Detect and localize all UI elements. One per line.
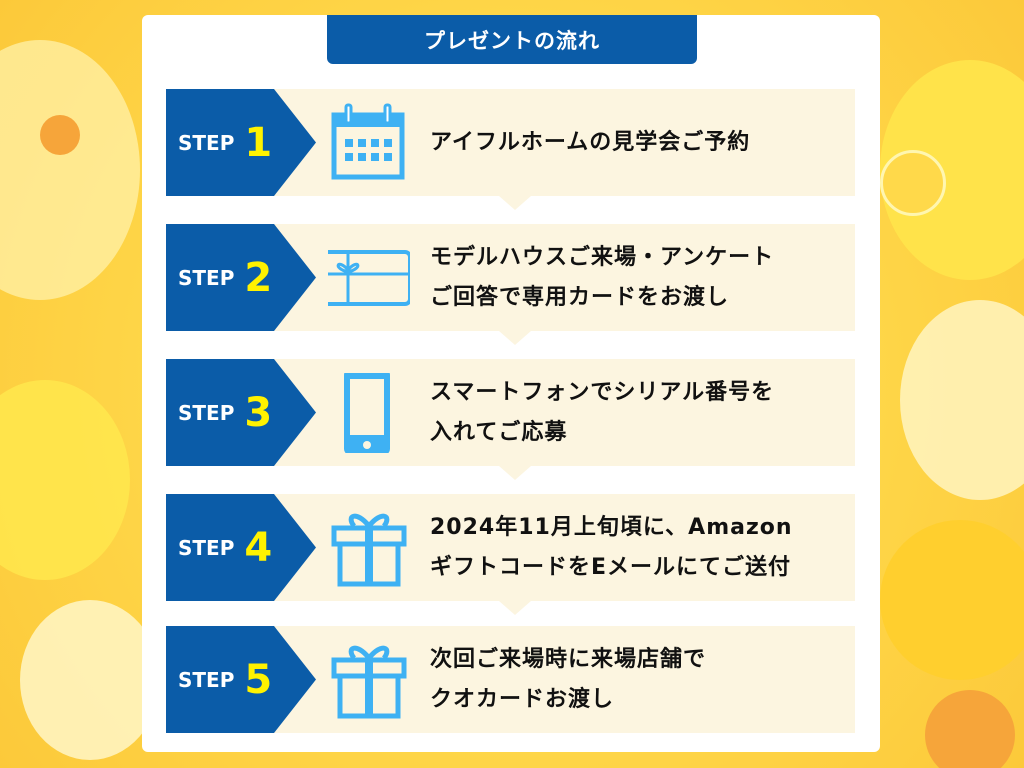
step-text-line: 入れてご応募 xyxy=(430,419,568,445)
step-word: STEP xyxy=(178,667,235,692)
step-text-line: 2024年11月上旬頃に、Amazon xyxy=(430,514,793,540)
step-4: STEP 4 2024年11月上旬頃に、Amazon ギフトコードをEメールにてご送… xyxy=(166,494,855,615)
step-label: STEP 1 xyxy=(178,89,272,196)
step-connector xyxy=(499,601,531,615)
gift-card-icon xyxy=(320,238,412,318)
step-connector xyxy=(499,466,531,480)
step-text-line: ギフトコードをEメールにてご送付 xyxy=(430,554,792,580)
step-number: 3 xyxy=(244,389,273,436)
step-text: 2024年11月上旬頃に、Amazon ギフトコードをEメールにてご送付 xyxy=(430,494,793,601)
step-connector xyxy=(499,196,531,210)
step-1: STEP 1 アイフルホームの見学会ご予約 xyxy=(166,89,855,210)
step-number: 1 xyxy=(244,119,273,166)
step-label: STEP 4 xyxy=(178,494,272,601)
step-3: STEP 3 スマートフォンでシリアル番号を入れてご応募 xyxy=(166,359,855,480)
step-text-line: モデルハウスご来場・アンケート xyxy=(430,244,775,270)
smartphone-icon xyxy=(328,369,410,455)
step-text-line: 次回ご来場時に来場店舗で xyxy=(430,646,707,672)
step-word: STEP xyxy=(178,130,235,155)
page-title: プレゼントの流れ xyxy=(327,15,697,64)
step-text: スマートフォンでシリアル番号を入れてご応募 xyxy=(430,359,774,466)
step-word: STEP xyxy=(178,535,235,560)
step-text-line: アイフルホームの見学会ご予約 xyxy=(430,129,751,155)
step-text: 次回ご来場時に来場店舗でクオカードお渡し xyxy=(430,626,706,733)
step-text: アイフルホームの見学会ご予約 xyxy=(430,89,750,196)
step-label: STEP 5 xyxy=(178,626,272,733)
step-2: STEP 2 モデルハウスご来場・アンケートご回答で専用カードをお渡し xyxy=(166,224,855,345)
step-text-line: ご回答で専用カードをお渡し xyxy=(430,284,730,310)
step-word: STEP xyxy=(178,265,235,290)
step-label: STEP 3 xyxy=(178,359,272,466)
step-number: 2 xyxy=(244,254,273,301)
step-number: 4 xyxy=(244,524,273,571)
gift-icon xyxy=(328,640,410,720)
step-text-line: クオカードお渡し xyxy=(430,686,615,712)
calendar-icon xyxy=(328,103,410,183)
step-number: 5 xyxy=(244,656,273,703)
step-5: STEP 5 次回ご来場時に来場店舗でクオカードお渡し xyxy=(166,626,855,733)
step-word: STEP xyxy=(178,400,235,425)
step-connector xyxy=(499,331,531,345)
step-text-line: スマートフォンでシリアル番号を xyxy=(430,379,775,405)
step-text: モデルハウスご来場・アンケートご回答で専用カードをお渡し xyxy=(430,224,774,331)
gift-icon xyxy=(328,508,410,588)
step-label: STEP 2 xyxy=(178,224,272,331)
